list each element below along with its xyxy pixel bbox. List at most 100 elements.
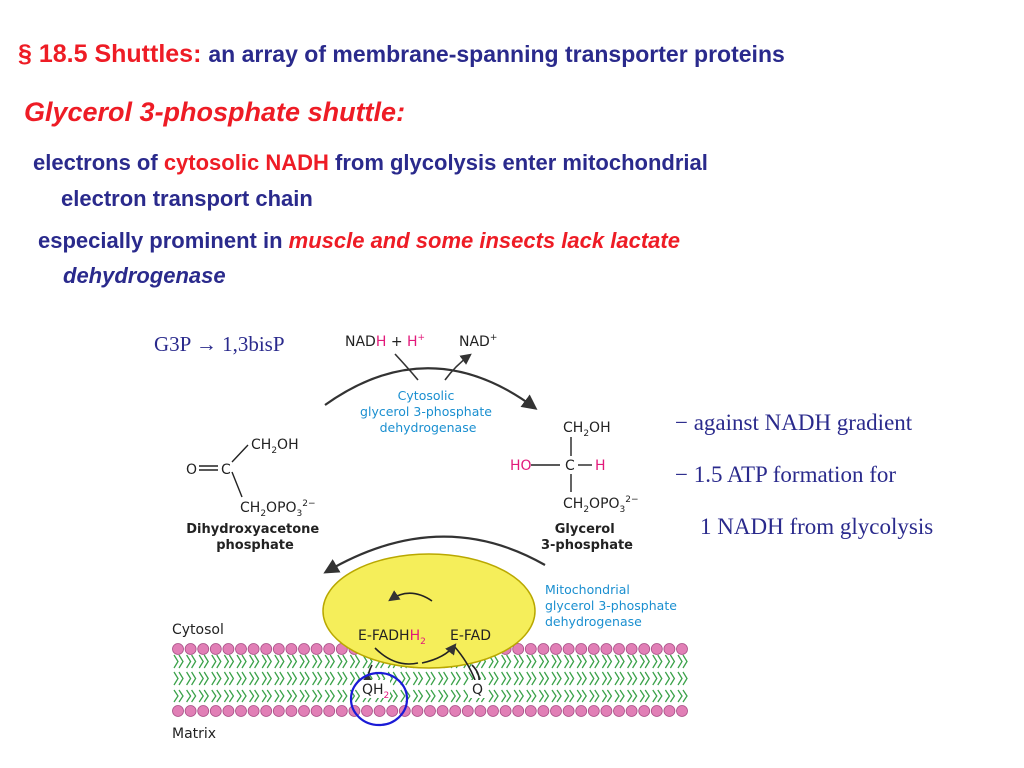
- lipid-tail: [337, 654, 343, 669]
- lipid-tail: [652, 654, 658, 669]
- lipid-tail: [191, 654, 197, 669]
- lipid-tail: [657, 654, 663, 669]
- lipid-tail: [203, 689, 209, 703]
- lipid-tail: [463, 689, 469, 703]
- lipid-tail: [443, 671, 449, 686]
- qh2-label: QH2: [362, 682, 389, 701]
- lipid-tail: [198, 671, 204, 686]
- lipid-tail: [639, 671, 645, 686]
- lipid-tail: [186, 671, 192, 686]
- bullet-1-line-1: electrons of cytosolic NADH from glycoly…: [33, 150, 708, 176]
- lipid-tail: [291, 671, 298, 686]
- lipid-tail: [438, 671, 444, 686]
- lipid-head: [550, 643, 562, 655]
- lipid-tail: [203, 654, 209, 669]
- efad-to-efadh2-arrow: [388, 590, 433, 602]
- efadh2-down-arrow: [374, 647, 419, 665]
- lipid-tail: [266, 671, 272, 686]
- lipid-tail: [417, 689, 424, 703]
- bullet-2-highlight-1: muscle and some insects lack lactate: [288, 228, 680, 253]
- lipid-head: [436, 705, 449, 717]
- lipid-tail: [594, 671, 600, 686]
- lipid-tail: [581, 671, 587, 686]
- lipid-tail: [317, 689, 323, 703]
- lipid-tail: [531, 671, 537, 686]
- lipid-tail: [513, 671, 519, 686]
- lipid-head: [222, 643, 235, 655]
- section-description: an array of membrane-spanning transporte…: [208, 41, 785, 67]
- g3p-structure: CH2OH HO C H CH2OPO32− Glycerol 3-phosph…: [510, 420, 639, 553]
- bottom-arc-arrow: [323, 535, 546, 574]
- lipid-head: [663, 705, 676, 717]
- lipid-head: [335, 705, 348, 717]
- lipid-tail: [657, 671, 663, 686]
- lipid-tail: [286, 671, 293, 686]
- lipid-head: [650, 705, 663, 717]
- lipid-tail: [241, 689, 247, 703]
- lipid-tail: [329, 689, 335, 703]
- lipid-tail: [657, 689, 663, 703]
- lipid-tail: [614, 654, 620, 669]
- lipid-tail: [501, 654, 507, 669]
- lipid-tail: [644, 689, 650, 703]
- lipid-tail: [569, 671, 575, 686]
- lipid-tail: [614, 689, 620, 703]
- lipid-tail: [543, 654, 550, 669]
- lipid-tail: [619, 671, 625, 686]
- lipid-head: [272, 705, 285, 717]
- lipid-tail: [261, 671, 267, 686]
- lipid-tail: [551, 654, 557, 669]
- lipid-head: [361, 705, 373, 717]
- lipid-tail: [324, 654, 330, 669]
- lipid-tail: [488, 689, 494, 703]
- lipid-tail: [241, 654, 247, 669]
- g3p-name: Glycerol 3-phosphate: [541, 522, 633, 553]
- lipid-head: [524, 643, 537, 655]
- lipid-tail: [627, 689, 633, 703]
- lipid-tail: [223, 654, 230, 669]
- dhap-structure: CH2OH O C CH2OPO32− Dihydroxyacetone pho…: [186, 437, 319, 553]
- lipid-tail: [677, 689, 683, 703]
- lipid-tail: [682, 689, 688, 703]
- lipid-tail: [526, 689, 532, 703]
- qh2-highlight-circle: [349, 671, 409, 727]
- lipid-tail: [455, 671, 461, 686]
- lipid-tail: [551, 689, 557, 703]
- lipid-tail: [400, 689, 406, 703]
- lipid-head: [461, 705, 474, 717]
- bullet-1-nadh: NADH: [265, 150, 329, 175]
- lipid-tail: [601, 654, 608, 669]
- lipid-tail: [619, 689, 625, 703]
- lipid-head: [323, 643, 336, 655]
- lipid-head: [537, 643, 550, 655]
- lipid-head: [449, 705, 462, 717]
- lipid-tail: [342, 654, 348, 669]
- lipid-head: [575, 643, 588, 655]
- lipid-tail: [216, 654, 222, 669]
- bullet-2-line-1: especially prominent in muscle and some …: [38, 228, 680, 254]
- lipid-tail: [664, 671, 671, 686]
- lipid-tail: [526, 671, 532, 686]
- lipid-head: [600, 705, 613, 717]
- lipid-tail: [304, 689, 310, 703]
- lipid-tail: [576, 654, 582, 669]
- lipid-tail: [601, 689, 608, 703]
- lipid-tail: [589, 654, 595, 669]
- lipid-tail: [342, 689, 348, 703]
- lipid-tail: [249, 671, 255, 686]
- lipid-tail: [236, 654, 242, 669]
- lipid-head: [575, 705, 588, 717]
- cytosol-label: Cytosol: [172, 622, 224, 638]
- lipid-tail: [203, 671, 209, 686]
- lipid-tail: [261, 689, 267, 703]
- nadh-in-arrow: [394, 353, 419, 381]
- lipid-tail: [677, 654, 683, 669]
- lipid-tail: [299, 671, 305, 686]
- lipid-tail: [430, 689, 436, 703]
- lipid-tail: [589, 689, 595, 703]
- lipid-tail: [254, 654, 260, 669]
- lipid-head: [298, 643, 310, 655]
- lipid-head: [247, 705, 260, 717]
- lipid-head: [260, 705, 273, 717]
- lipid-tail: [173, 654, 179, 669]
